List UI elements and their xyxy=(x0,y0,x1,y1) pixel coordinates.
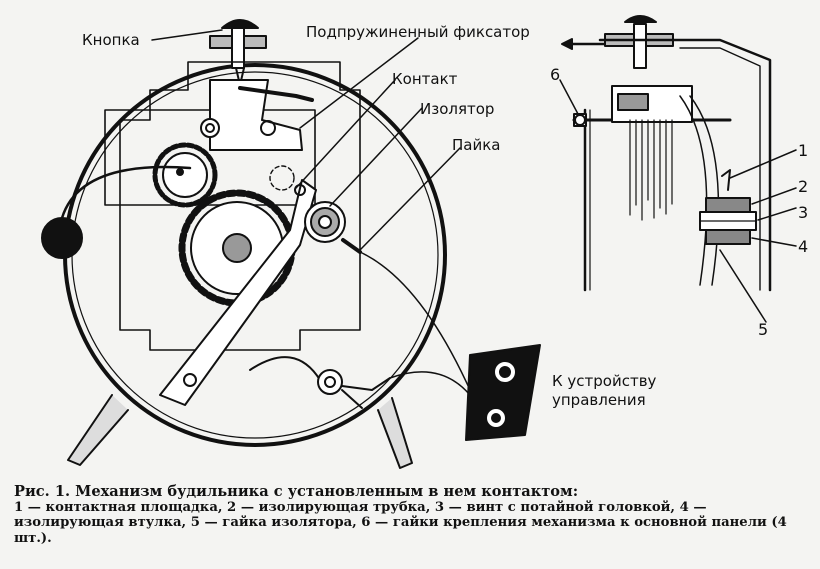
label-contact: Контакт xyxy=(392,70,458,88)
clock-front-view xyxy=(41,19,541,469)
callout-3: 3 xyxy=(798,203,808,222)
button-icon xyxy=(209,19,267,86)
label-to-control-line1: К устройству xyxy=(552,372,657,390)
label-spring-latch: Подпружиненный фиксатор xyxy=(306,23,530,41)
alarm-clock-mechanism-diagram: Кнопка Подпружиненный фиксатор Контакт И… xyxy=(41,15,808,469)
caption-title: Рис. 1. Механизм будильника с установлен… xyxy=(14,483,579,500)
solder-lug xyxy=(341,238,362,254)
caption-body: 1 — контактная площадка, 2 — изолирующая… xyxy=(14,499,787,546)
clock-leg-right xyxy=(377,397,413,469)
figure-caption: Рис. 1. Механизм будильника с установлен… xyxy=(14,484,814,546)
callout-2: 2 xyxy=(798,177,808,196)
control-connector-icon xyxy=(465,344,541,441)
clock-leg-left xyxy=(67,394,129,466)
spring-latch-lever xyxy=(209,79,303,151)
callout-6: 6 xyxy=(550,65,560,84)
label-solder: Пайка xyxy=(452,136,500,154)
insulator-icon xyxy=(304,201,346,243)
label-to-control-line2: управления xyxy=(552,391,646,409)
clock-side-section xyxy=(559,15,797,323)
label-insulator: Изолятор xyxy=(420,100,494,118)
callout-4: 4 xyxy=(798,237,808,256)
callout-5: 5 xyxy=(758,320,768,339)
upper-gear-icon xyxy=(152,142,218,208)
pivot-arm xyxy=(159,179,317,406)
mechanism-plate xyxy=(119,61,361,351)
contact-knob xyxy=(41,217,83,259)
callout-1: 1 xyxy=(798,141,808,160)
label-button: Кнопка xyxy=(82,31,140,49)
